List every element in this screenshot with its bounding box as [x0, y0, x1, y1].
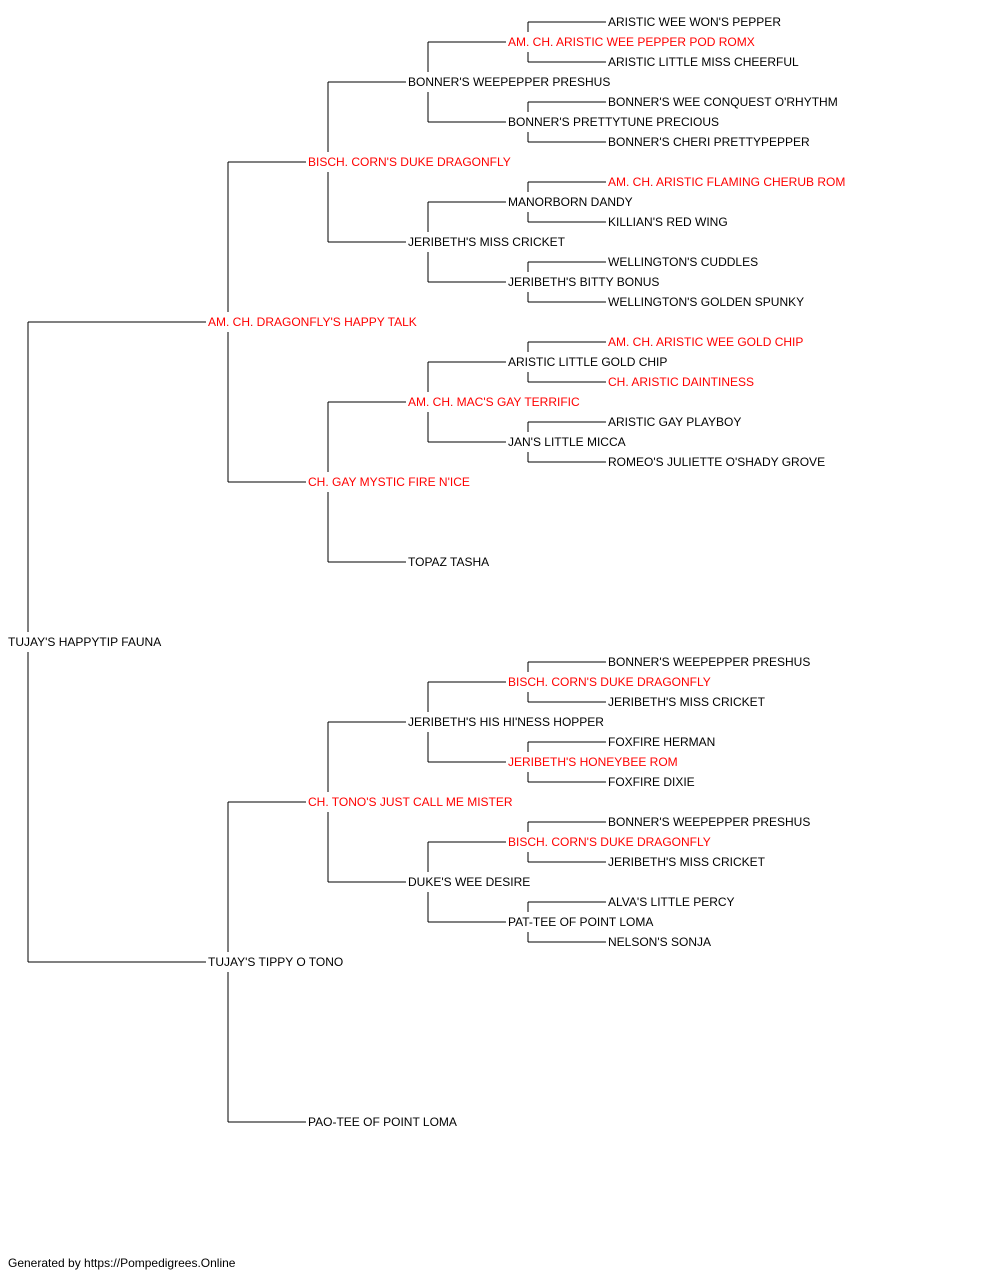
dog-name-pedigree.dam.sire.dam.dam.dam: NELSON'S SONJA: [608, 935, 711, 949]
dog-name-pedigree.dam.sire.sire.sire: BISCH. CORN'S DUKE DRAGONFLY: [508, 675, 711, 689]
dog-name-pedigree.dam.sire.dam.sire.dam: JERIBETH'S MISS CRICKET: [608, 855, 766, 869]
dog-name-pedigree.sire.sire.sire: BONNER'S WEEPEPPER PRESHUS: [408, 75, 610, 89]
dog-name-pedigree.sire.sire.sire.sire.dam: ARISTIC LITTLE MISS CHEERFUL: [608, 55, 799, 69]
dog-name-pedigree.dam.sire.dam.dam: PAT-TEE OF POINT LOMA: [508, 915, 653, 929]
dog-name-pedigree.dam.sire.sire.sire.sire: BONNER'S WEEPEPPER PRESHUS: [608, 655, 810, 669]
dog-name-pedigree.sire.sire.sire.sire.sire: ARISTIC WEE WON'S PEPPER: [608, 15, 781, 29]
dog-name-pedigree.dam.sire.sire: JERIBETH'S HIS HI'NESS HOPPER: [408, 715, 604, 729]
dog-name-pedigree.dam.sire.sire.dam.dam: FOXFIRE DIXIE: [608, 775, 695, 789]
dog-name-pedigree.sire.dam.sire.sire: ARISTIC LITTLE GOLD CHIP: [508, 355, 667, 369]
pedigree-tree: TUJAY'S HAPPYTIP FAUNA AM. CH. DRAGONFLY'…: [8, 15, 845, 1129]
dog-name-pedigree.sire.sire.dam.sire.sire: AM. CH. ARISTIC FLAMING CHERUB ROM: [608, 175, 845, 189]
dog-name-pedigree.sire.sire.sire.sire: AM. CH. ARISTIC WEE PEPPER POD ROMX: [508, 35, 755, 49]
dog-name-pedigree.sire: AM. CH. DRAGONFLY'S HAPPY TALK: [208, 315, 417, 329]
dog-name-pedigree.sire.dam.sire.sire.sire: AM. CH. ARISTIC WEE GOLD CHIP: [608, 335, 803, 349]
dog-name-pedigree.sire.dam.sire.dam.dam: ROMEO'S JULIETTE O'SHADY GROVE: [608, 455, 825, 469]
dog-name-pedigree.dam: TUJAY'S TIPPY O TONO: [208, 955, 343, 969]
dog-name-pedigree.sire.dam.sire.dam.sire: ARISTIC GAY PLAYBOY: [608, 415, 741, 429]
dog-name-pedigree.dam.sire.dam.sire.sire: BONNER'S WEEPEPPER PRESHUS: [608, 815, 810, 829]
dog-name-pedigree.sire.dam.sire.dam: JAN'S LITTLE MICCA: [508, 435, 626, 449]
dog-name-pedigree.sire.dam: CH. GAY MYSTIC FIRE N'ICE: [308, 475, 470, 489]
dog-name-pedigree.sire.dam.sire: AM. CH. MAC'S GAY TERRIFIC: [408, 395, 580, 409]
dog-name-pedigree.sire.sire.sire.dam: BONNER'S PRETTYTUNE PRECIOUS: [508, 115, 719, 129]
footer-credit: Generated by https://Pompedigrees.Online: [8, 1256, 236, 1270]
dog-name-pedigree: TUJAY'S HAPPYTIP FAUNA: [8, 635, 161, 649]
dog-name-pedigree.dam.sire.sire.sire.dam: JERIBETH'S MISS CRICKET: [608, 695, 766, 709]
dog-name-pedigree.dam.sire.dam.sire: BISCH. CORN'S DUKE DRAGONFLY: [508, 835, 711, 849]
dog-name-pedigree.sire.sire.sire.dam.sire: BONNER'S WEE CONQUEST O'RHYTHM: [608, 95, 838, 109]
dog-name-pedigree.sire.sire.dam.dam.dam: WELLINGTON'S GOLDEN SPUNKY: [608, 295, 804, 309]
dog-name-pedigree.sire.dam.sire.sire.dam: CH. ARISTIC DAINTINESS: [608, 375, 754, 389]
dog-name-pedigree.sire.dam.dam: TOPAZ TASHA: [408, 555, 489, 569]
dog-name-pedigree.sire.sire.dam: JERIBETH'S MISS CRICKET: [408, 235, 566, 249]
dog-name-pedigree.dam.sire.dam: DUKE'S WEE DESIRE: [408, 875, 530, 889]
dog-name-pedigree.dam.sire.sire.dam: JERIBETH'S HONEYBEE ROM: [508, 755, 678, 769]
dog-name-pedigree.sire.sire: BISCH. CORN'S DUKE DRAGONFLY: [308, 155, 511, 169]
dog-name-pedigree.sire.sire.sire.dam.dam: BONNER'S CHERI PRETTYPEPPER: [608, 135, 810, 149]
dog-name-pedigree.dam.sire.sire.dam.sire: FOXFIRE HERMAN: [608, 735, 715, 749]
dog-name-pedigree.dam.sire.dam.dam.sire: ALVA'S LITTLE PERCY: [608, 895, 735, 909]
dog-name-pedigree.sire.sire.dam.dam.sire: WELLINGTON'S CUDDLES: [608, 255, 758, 269]
dog-name-pedigree.dam.dam: PAO-TEE OF POINT LOMA: [308, 1115, 457, 1129]
dog-name-pedigree.sire.sire.dam.sire: MANORBORN DANDY: [508, 195, 633, 209]
dog-name-pedigree.sire.sire.dam.sire.dam: KILLIAN'S RED WING: [608, 215, 728, 229]
dog-name-pedigree.dam.sire: CH. TONO'S JUST CALL ME MISTER: [308, 795, 513, 809]
dog-name-pedigree.sire.sire.dam.dam: JERIBETH'S BITTY BONUS: [508, 275, 659, 289]
